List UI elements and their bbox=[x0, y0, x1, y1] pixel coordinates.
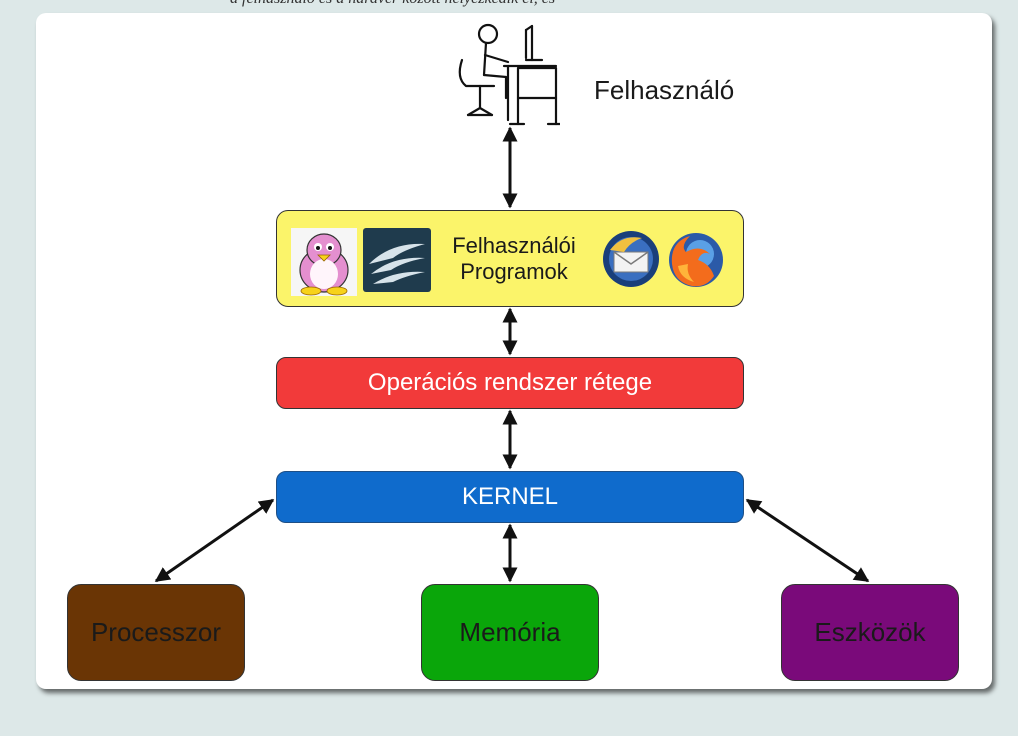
devices-label: Eszközök bbox=[814, 617, 926, 647]
user-programs-label-line2: Programok bbox=[460, 259, 568, 284]
processor-label: Processzor bbox=[90, 617, 222, 647]
memory-label: Memória bbox=[459, 617, 561, 647]
mail-client-icon bbox=[603, 231, 659, 287]
cut-off-caption-text: a felhasználó és a hardver között helyez… bbox=[230, 0, 555, 8]
user-at-desk-icon bbox=[458, 23, 560, 126]
user-programs-label: Felhasználói Programok bbox=[434, 233, 594, 285]
penguin-icon bbox=[291, 228, 357, 296]
devices-box: Eszközök bbox=[781, 584, 959, 681]
processor-box: Processzor bbox=[67, 584, 245, 681]
memory-box: Memória bbox=[421, 584, 599, 681]
os-layer-label: Operációs rendszer rétege bbox=[367, 369, 653, 396]
kernel-label: KERNEL bbox=[461, 483, 559, 510]
user-programs-label-line1: Felhasználói bbox=[452, 233, 576, 258]
office-suite-icon bbox=[363, 228, 431, 292]
firefox-icon bbox=[669, 233, 723, 287]
kernel-box: KERNEL bbox=[276, 471, 744, 523]
user-label: Felhasználó bbox=[594, 75, 735, 105]
cut-off-caption: a felhasználó és a hardver között helyez… bbox=[0, 0, 1018, 10]
os-layer-box: Operációs rendszer rétege bbox=[276, 357, 744, 409]
